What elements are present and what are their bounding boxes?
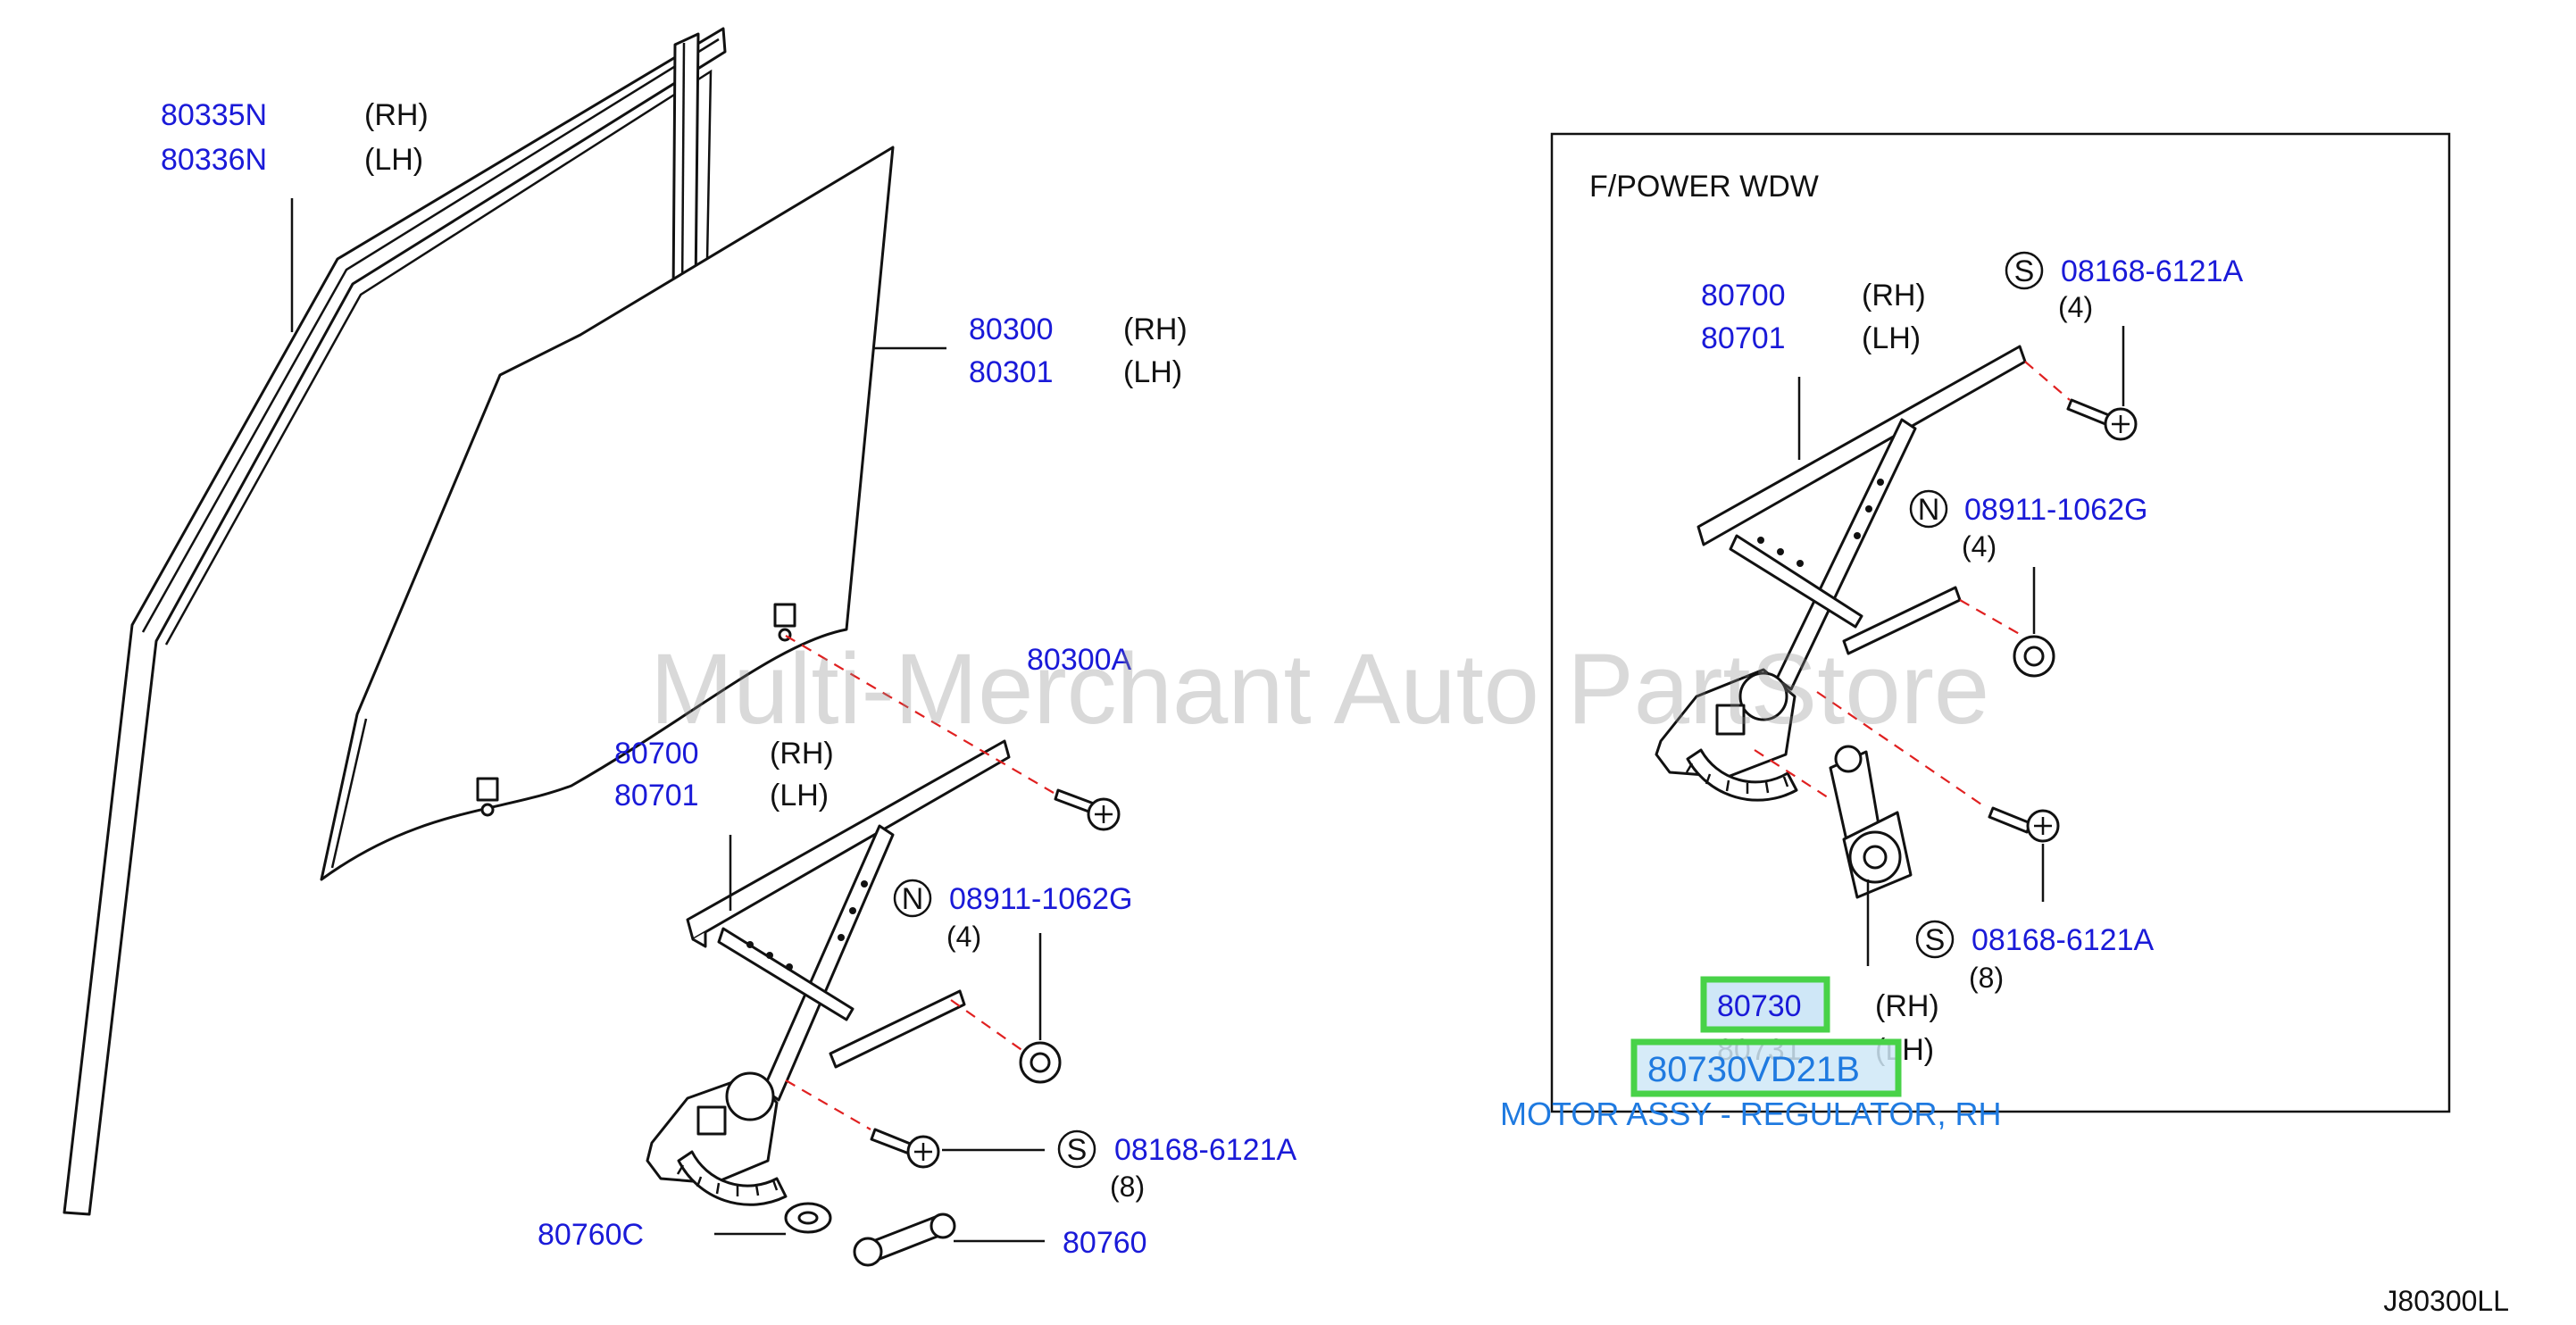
leaders-left [290,198,1055,1243]
sash-rh-part-number[interactable]: 80335N [161,98,267,132]
sash-lh-side: (LH) [364,143,423,177]
inset-nut-part-number[interactable]: 08911-1062G [1964,493,2147,527]
motor-rh-side: (RH) [1875,989,1939,1023]
fasteners-left [784,788,1121,1267]
sash-lh-part-number[interactable]: 80336N [161,143,267,177]
motor-part-code-highlight [1630,1038,1902,1097]
motor-rh-highlight [1700,976,1830,1033]
inset-regulator-rh-side: (RH) [1862,279,1926,312]
bolt-symbol: S [1067,1133,1088,1167]
inset-regulator-lh-part-number[interactable]: 80701 [1701,321,1786,355]
inset-nut-symbol: N [1918,493,1940,527]
inset-regulator-drawing [1655,345,2027,802]
door-glass-drawing [320,146,895,881]
motor-rh-part-number[interactable]: 80730 [1717,989,1802,1023]
handle-part-number[interactable]: 80760 [1063,1226,1147,1260]
inset-nut-quantity: (4) [1962,530,1997,562]
regulator-rh-side: (RH) [770,737,834,771]
inset-bolt-top-part-number[interactable]: 08168-6121A [2061,254,2244,288]
inset-bolt-bottom-symbol: S [1925,923,1946,957]
regulator-lh-side: (LH) [770,779,829,812]
inset-bolt-top-symbol: S [2014,254,2035,288]
inset-regulator-rh-part-number[interactable]: 80700 [1701,279,1786,312]
glass-rh-part-number[interactable]: 80300 [969,312,1054,346]
inset-title: F/POWER WDW [1589,170,1819,204]
labels-left: 80335N (RH) 80336N (LH) 80300 (RH) 80301… [161,98,1297,1260]
nut-symbol: N [902,882,924,916]
motor-description: MOTOR ASSY - REGULATOR, RH [1500,1096,2001,1132]
watermark: Multi-Merchant Auto PartStore [650,633,1989,745]
inset-bolt-top-quantity: (4) [2058,291,2093,323]
washer-part-number[interactable]: 80760C [538,1218,644,1252]
labels-inset: 80700 (RH) 80701 (LH) S 08168-6121A (4) … [1500,251,2244,1132]
power-window-inset-frame [1550,132,2451,1113]
nut-quantity: (4) [946,921,981,953]
glass-lh-side: (LH) [1123,355,1182,389]
motor-part-code[interactable]: 80730VD21B [1647,1050,1860,1089]
regulator-drawing [646,739,1011,1206]
diagram-reference-code: J80300LL [2383,1285,2509,1317]
bolt-quantity: (8) [1110,1171,1145,1203]
inset-regulator-lh-side: (LH) [1862,321,1921,355]
fasteners-inset [1988,398,2138,843]
sash-rh-side: (RH) [364,98,429,132]
leaders-inset [1754,326,2125,966]
glass-lh-part-number[interactable]: 80301 [969,355,1054,389]
nut-part-number[interactable]: 08911-1062G [949,882,1132,916]
motor-drawing [1829,745,1913,899]
bolt-part-number[interactable]: 08168-6121A [1114,1133,1297,1167]
glass-rh-side: (RH) [1123,312,1188,346]
glass-bolt-part-number[interactable]: 80300A [1027,643,1132,677]
regulator-rh-part-number[interactable]: 80700 [614,737,699,771]
inset-bolt-bottom-part-number[interactable]: 08168-6121A [1972,923,2155,957]
inset-bolt-bottom-quantity: (8) [1969,962,2004,994]
regulator-lh-part-number[interactable]: 80701 [614,779,699,812]
